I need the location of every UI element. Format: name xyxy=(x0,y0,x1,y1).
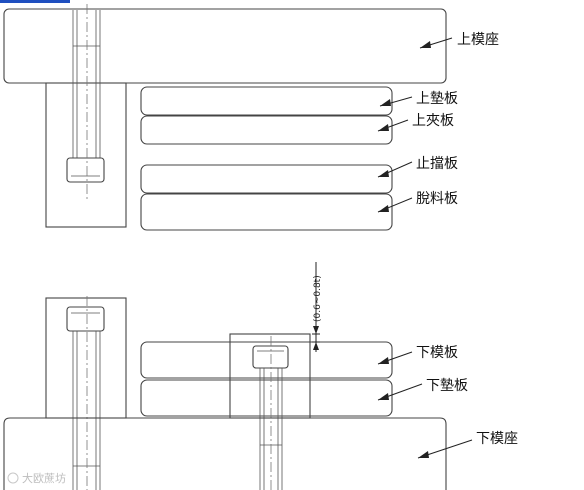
lower-left-block xyxy=(45,297,127,419)
watermark: 大欧蔗坊 xyxy=(7,471,66,485)
label-upper-pad: 上墊板 xyxy=(416,91,458,107)
label-stopper: 止擋板 xyxy=(416,156,458,172)
lower-pad-plate xyxy=(140,379,393,417)
label-lower-pad: 下墊板 xyxy=(426,378,468,394)
label-lower-die-seat: 下模座 xyxy=(476,431,518,447)
watermark-text: 大欧蔗坊 xyxy=(22,471,66,485)
stopper-plate xyxy=(140,164,393,194)
dimension-label: (0.6~0.8t) xyxy=(313,275,323,322)
lower-center-bolt xyxy=(252,336,289,490)
top-crop-strip xyxy=(0,0,70,3)
lower-left-bolt xyxy=(66,296,105,490)
bolt-pocket xyxy=(229,333,311,419)
gap-dimension: (0.6~0.8t) xyxy=(312,262,323,352)
label-stripper: 脫料板 xyxy=(416,191,458,207)
lower-die-seat xyxy=(3,417,447,490)
watermark-icon xyxy=(7,472,19,484)
upper-clamp-plate xyxy=(140,115,393,145)
upper-block xyxy=(45,82,127,228)
lower-plates xyxy=(140,341,393,417)
label-lower-die-plate: 下模板 xyxy=(416,345,458,361)
label-upper-die-seat: 上模座 xyxy=(457,32,499,48)
upper-pad-plate xyxy=(140,86,393,116)
upper-bolt xyxy=(66,4,105,200)
stripper-plate xyxy=(140,193,393,231)
label-upper-clamp: 上夾板 xyxy=(412,113,454,129)
upper-plates xyxy=(140,86,393,231)
upper-die-seat xyxy=(3,8,447,84)
lower-die-plate xyxy=(140,341,393,379)
